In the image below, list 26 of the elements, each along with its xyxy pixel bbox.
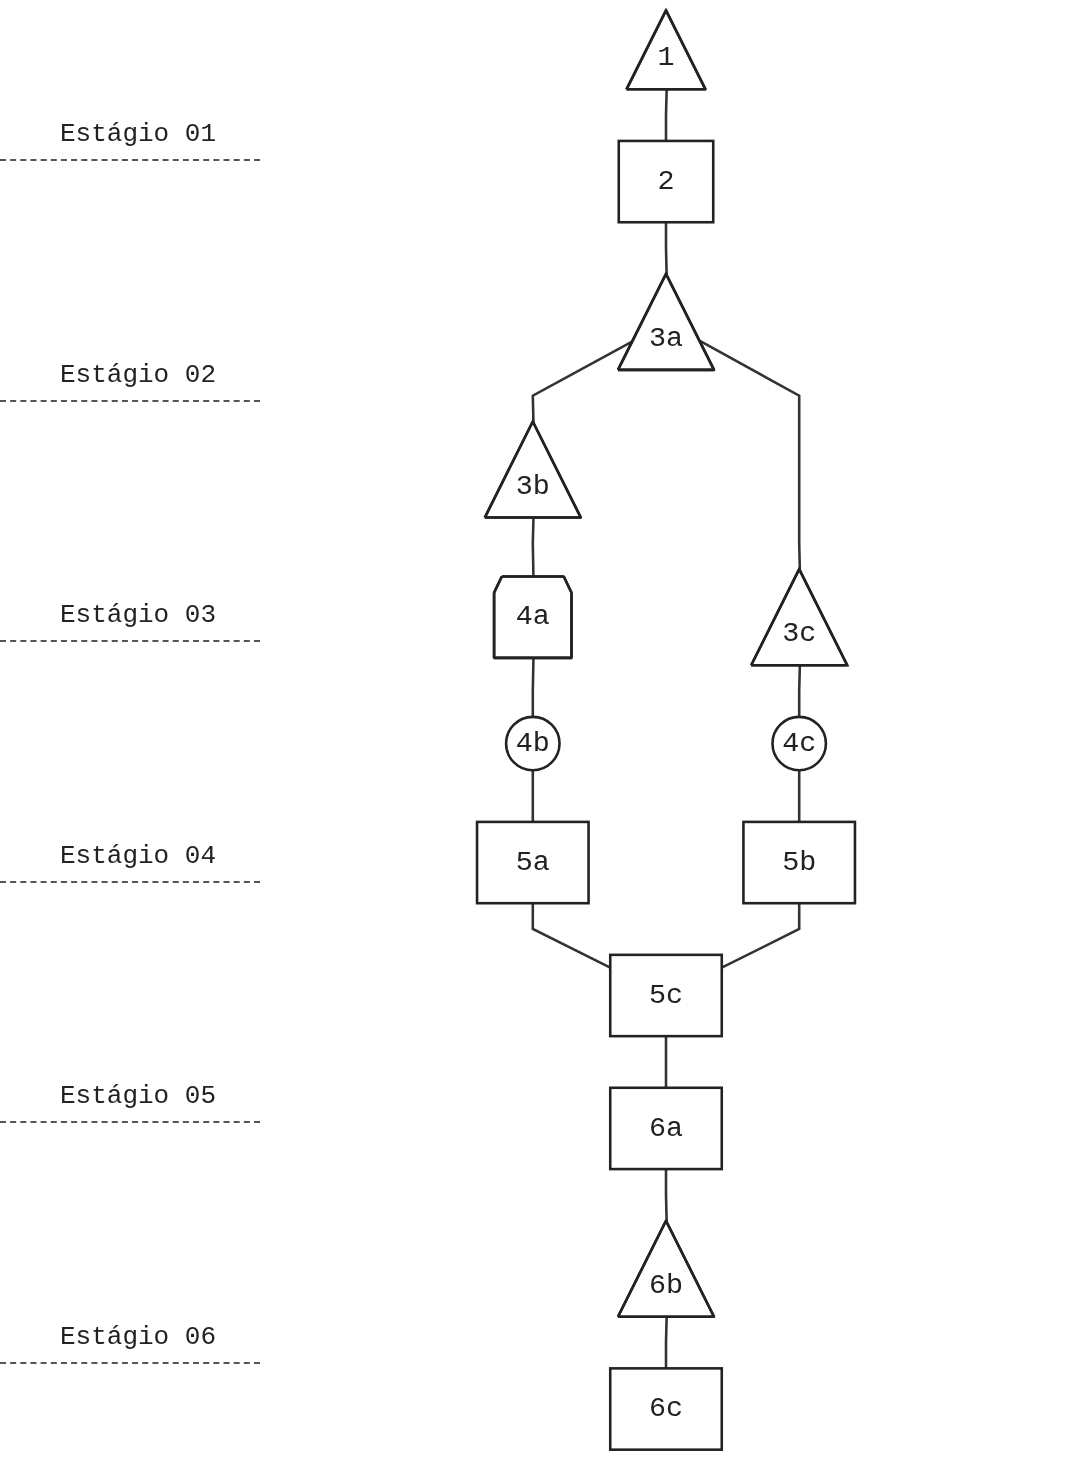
stage-label: Estágio 01 — [0, 119, 260, 162]
stage-label: Estágio 03 — [0, 600, 260, 643]
connector — [531, 903, 611, 969]
connector — [721, 903, 801, 969]
node-box: 2 — [617, 139, 715, 224]
node-circle: 4b — [504, 715, 561, 772]
node-box: 5c — [608, 953, 724, 1038]
node-box: 6a — [608, 1086, 724, 1171]
node-circle: 4c — [771, 715, 828, 772]
stage-label: Estágio 04 — [0, 840, 260, 883]
connector — [664, 222, 668, 275]
node-box: 5b — [742, 820, 857, 905]
connector — [797, 770, 801, 822]
connector — [797, 665, 802, 717]
stage-label: Estágio 02 — [0, 359, 260, 402]
connector — [664, 89, 668, 141]
connector — [664, 1317, 668, 1369]
connector — [664, 1036, 668, 1088]
connector — [531, 770, 535, 822]
node-box: 5a — [475, 820, 590, 905]
connector — [699, 339, 802, 570]
connector — [664, 1169, 668, 1222]
node-box: 6c — [608, 1367, 724, 1451]
stage-label: Estágio 05 — [0, 1081, 260, 1124]
connector — [531, 658, 535, 717]
stage-label: Estágio 06 — [0, 1321, 260, 1364]
